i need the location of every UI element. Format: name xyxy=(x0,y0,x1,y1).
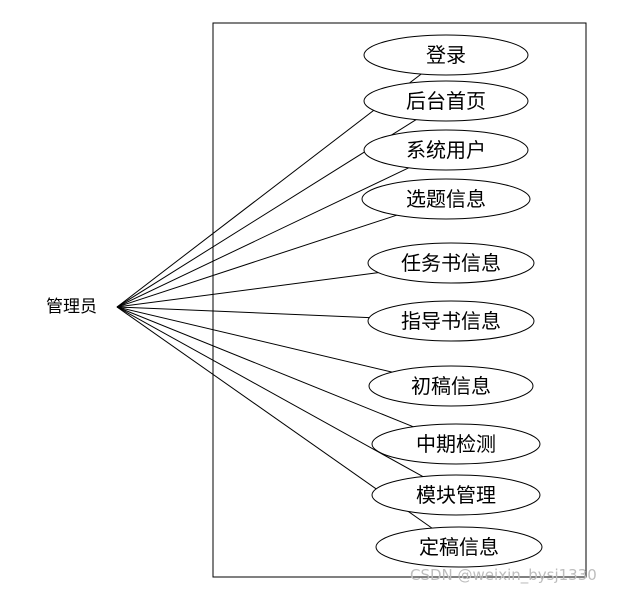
use-case: 任务书信息 xyxy=(367,242,535,284)
association-line xyxy=(116,306,393,373)
actor-label: 管理员 xyxy=(46,297,97,317)
association-line xyxy=(116,73,422,308)
use-case-label: 指导书信息 xyxy=(401,309,501,333)
use-case-ellipse xyxy=(375,526,543,568)
association-line xyxy=(116,306,370,319)
use-case-label: 定稿信息 xyxy=(419,535,499,559)
use-case: 模块管理 xyxy=(371,474,541,516)
use-case: 选题信息 xyxy=(361,178,531,220)
use-case-ellipse xyxy=(363,34,529,76)
use-case-label: 后台首页 xyxy=(406,89,486,113)
use-case: 初稿信息 xyxy=(368,365,534,407)
use-case: 指导书信息 xyxy=(367,300,535,342)
use-case-ellipse xyxy=(361,178,531,220)
system-boundary xyxy=(212,22,587,578)
use-case: 系统用户 xyxy=(363,129,529,171)
use-case: 中期检测 xyxy=(371,423,541,465)
use-case: 定稿信息 xyxy=(375,526,543,568)
association-line xyxy=(116,167,409,308)
association-line xyxy=(116,306,424,478)
use-case: 登录 xyxy=(363,34,529,76)
use-case: 后台首页 xyxy=(363,80,529,122)
use-case-label: 任务书信息 xyxy=(401,251,501,275)
use-case-ellipse xyxy=(367,242,535,284)
use-case-ellipse xyxy=(368,365,534,407)
association-line xyxy=(116,272,379,308)
watermark: CSDN @weixin_bysj1330 xyxy=(410,566,597,585)
use-case-ellipse xyxy=(367,300,535,342)
use-case-label: 模块管理 xyxy=(416,483,496,507)
association-line xyxy=(116,306,414,428)
association-line xyxy=(116,214,397,308)
use-case-ellipse xyxy=(363,129,529,171)
use-case-label: 中期检测 xyxy=(416,432,496,456)
use-case-label: 初稿信息 xyxy=(411,374,491,398)
use-case-ellipse xyxy=(363,80,529,122)
use-case-label: 系统用户 xyxy=(406,138,486,162)
use-case-ellipse xyxy=(371,423,541,465)
use-case-label: 选题信息 xyxy=(406,187,486,211)
use-case-label: 登录 xyxy=(426,43,466,67)
use-case-ellipse xyxy=(371,474,541,516)
